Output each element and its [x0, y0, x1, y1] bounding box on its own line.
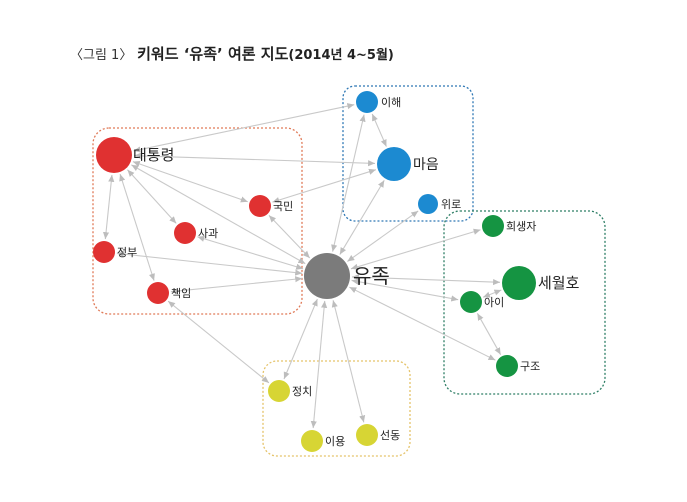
node-president: 대통령 [96, 137, 174, 173]
node-sewol: 세월호 [502, 266, 580, 300]
node-center-label: 유족 [353, 264, 390, 288]
figure-number: 〈그림 1〉 [70, 48, 133, 63]
figure-subtitle: (2014년 4~5월) [288, 48, 394, 63]
node-apology-label: 사과 [198, 227, 218, 240]
node-rescue-circle [496, 355, 518, 377]
node-use-circle [301, 430, 323, 452]
node-government-label: 정부 [117, 246, 137, 259]
node-child-circle [460, 291, 482, 313]
node-politics: 정치 [268, 380, 312, 402]
node-government-circle [93, 241, 115, 263]
node-incite-label: 선동 [380, 429, 400, 442]
node-president-circle [96, 137, 132, 173]
node-understanding-circle [356, 91, 378, 113]
node-heart: 마음 [377, 147, 439, 181]
node-responsibility: 책임 [147, 282, 191, 304]
node-politics-label: 정치 [292, 385, 312, 398]
blue-group-box [342, 85, 474, 222]
node-sewol-label: 세월호 [538, 274, 580, 292]
edge-center-citizens [268, 215, 311, 259]
node-citizens: 국민 [249, 195, 293, 217]
edge-center-victim [350, 228, 481, 270]
node-heart-label: 마음 [413, 157, 439, 173]
figure-main-title: 키워드 ‘유족’ 여론 지도 [137, 45, 289, 63]
node-politics-circle [268, 380, 290, 402]
edge-understanding-president [133, 103, 355, 153]
node-responsibility-circle [147, 282, 169, 304]
edge-president-responsibility [119, 173, 155, 281]
yellow-group-box [262, 360, 411, 457]
edge-president-apology [127, 169, 177, 224]
edge-center-use [310, 300, 328, 429]
node-apology-circle [174, 222, 196, 244]
node-president-label: 대통령 [133, 146, 174, 164]
node-child: 아이 [460, 291, 504, 313]
node-center-circle [304, 253, 350, 299]
node-heart-circle [377, 147, 411, 181]
node-victim-label: 희생자 [506, 220, 536, 233]
edge-president-citizens [132, 160, 248, 203]
edge-rescue-child [476, 313, 502, 355]
edge-center-responsibility [170, 276, 303, 295]
node-comfort-label: 위로 [441, 198, 461, 211]
edge-center-comfort [347, 210, 419, 262]
edge-center-politics [283, 298, 318, 380]
node-sewol-circle [502, 266, 536, 300]
node-comfort-circle [418, 194, 438, 214]
edge-citizens-heart [272, 168, 377, 203]
node-use-label: 이용 [325, 435, 345, 448]
edge-center-incite [331, 300, 366, 423]
node-rescue: 구조 [496, 355, 540, 377]
figure-title: 〈그림 1〉 키워드 ‘유족’ 여론 지도(2014년 4~5월) [70, 43, 394, 64]
edge-center-rescue [349, 286, 496, 361]
node-victim-circle [482, 215, 504, 237]
edge-president-government [102, 174, 115, 240]
edge-center-understanding [331, 114, 366, 252]
edge-center-government [116, 251, 303, 276]
edge-center-president [131, 164, 306, 265]
node-comfort: 위로 [418, 194, 461, 214]
node-incite: 선동 [356, 424, 400, 446]
edge-understanding-heart [371, 113, 387, 147]
node-citizens-circle [249, 195, 271, 217]
node-understanding: 이해 [356, 91, 401, 113]
node-use: 이용 [301, 430, 345, 452]
edge-president-heart [133, 152, 376, 167]
node-responsibility-label: 책임 [171, 287, 191, 300]
node-government: 정부 [93, 241, 137, 263]
edge-responsibility-politics [167, 300, 270, 384]
node-apology: 사과 [174, 222, 218, 244]
node-child-label: 아이 [484, 296, 504, 309]
node-center: 유족 [304, 253, 390, 299]
edge-child-sewol [482, 289, 502, 298]
node-understanding-label: 이해 [381, 95, 401, 109]
node-victim: 희생자 [482, 215, 536, 237]
node-incite-circle [356, 424, 378, 446]
node-citizens-label: 국민 [273, 200, 293, 213]
node-rescue-label: 구조 [520, 360, 540, 373]
green-group-box [443, 210, 606, 395]
